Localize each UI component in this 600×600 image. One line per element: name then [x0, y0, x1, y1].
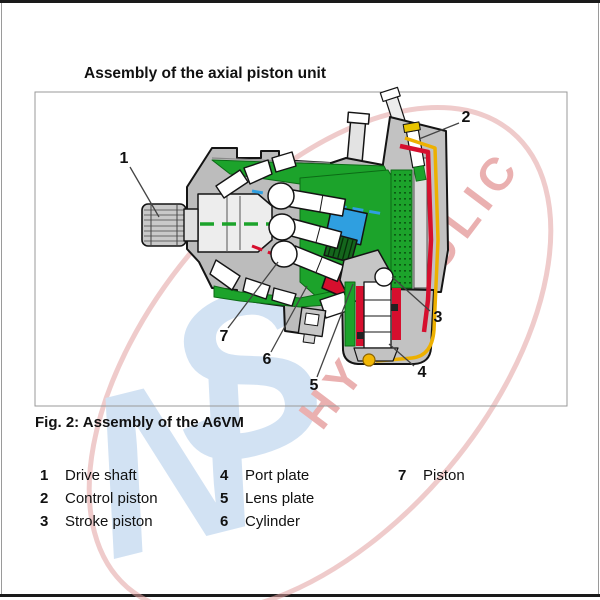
legend-label: Stroke piston	[65, 513, 153, 530]
legend-label: Port plate	[245, 467, 310, 484]
legend-num: 6	[220, 513, 229, 530]
legend-label: Drive shaft	[65, 467, 137, 484]
legend-num: 5	[220, 490, 229, 507]
legend-item-stroke-piston: 3 Stroke piston	[40, 513, 210, 536]
callout-numbers: 1 2 3 4 5 6 7	[120, 109, 471, 394]
leader-6	[270, 285, 308, 353]
callout-1: 1	[120, 150, 129, 167]
callout-7: 7	[220, 328, 229, 345]
legend-label: Lens plate	[245, 490, 315, 507]
legend-label: Piston	[423, 467, 465, 484]
piston-ball-center	[268, 213, 296, 241]
page-border-bottom	[0, 594, 600, 597]
legend-column-3: 7 Piston	[398, 467, 558, 490]
roller-bearings	[209, 151, 297, 307]
page-title: Assembly of the axial piston unit	[84, 65, 327, 82]
leader-5	[316, 283, 354, 378]
legend-item-piston: 7 Piston	[398, 467, 558, 490]
legend-column-2: 4 Port plate 5 Lens plate 6 Cylinder	[220, 467, 390, 536]
page-border-left	[1, 3, 2, 594]
legend-item-drive-shaft: 1 Drive shaft	[40, 467, 210, 490]
figure-caption: Fig. 2: Assembly of the A6VM	[35, 414, 244, 431]
legend-num: 2	[40, 490, 49, 507]
callout-3: 3	[434, 309, 443, 326]
pressure-channel-red	[399, 143, 434, 333]
legend-num: 7	[398, 467, 407, 484]
callout-5: 5	[310, 377, 319, 394]
drive-shaft	[141, 203, 199, 247]
pressure-channel-yellow	[375, 136, 440, 363]
valve-block-green-column	[390, 169, 413, 289]
legend-item-lens-plate: 5 Lens plate	[220, 490, 390, 513]
legend-item-cylinder: 6 Cylinder	[220, 513, 390, 536]
callout-2: 2	[462, 109, 471, 126]
page-border-right	[598, 3, 599, 594]
valve-block-dots	[394, 174, 411, 286]
leader-1	[129, 166, 160, 218]
bottom-valve	[297, 306, 327, 344]
top-pin	[346, 111, 371, 164]
page-border-top	[0, 0, 600, 3]
piston-ball-blue	[267, 182, 295, 210]
legend-item-port-plate: 4 Port plate	[220, 467, 390, 490]
callout-leaders	[129, 122, 460, 378]
legend-num: 1	[40, 467, 49, 484]
leader-7	[227, 261, 279, 329]
legend-num: 4	[220, 467, 229, 484]
stroke-piston-assembly	[344, 267, 401, 367]
port-plate-yellow-dot	[362, 353, 376, 367]
stroke-piston-ball	[374, 267, 394, 287]
callout-4: 4	[418, 364, 427, 381]
leader-2	[418, 122, 460, 140]
legend-column-1: 1 Drive shaft 2 Control piston 3 Stroke …	[40, 467, 210, 536]
legend-num: 3	[40, 513, 49, 530]
piston-ball-red	[270, 240, 298, 268]
legend-item-control-piston: 2 Control piston	[40, 490, 210, 513]
callout-6: 6	[263, 351, 272, 368]
legend-label: Control piston	[65, 490, 158, 507]
axial-piston-unit-diagram	[141, 86, 449, 367]
figure-border	[34, 91, 568, 407]
legend-label: Cylinder	[245, 513, 301, 530]
leader-4	[388, 343, 415, 367]
housing-detail-line	[211, 157, 331, 164]
leader-3	[391, 276, 431, 312]
